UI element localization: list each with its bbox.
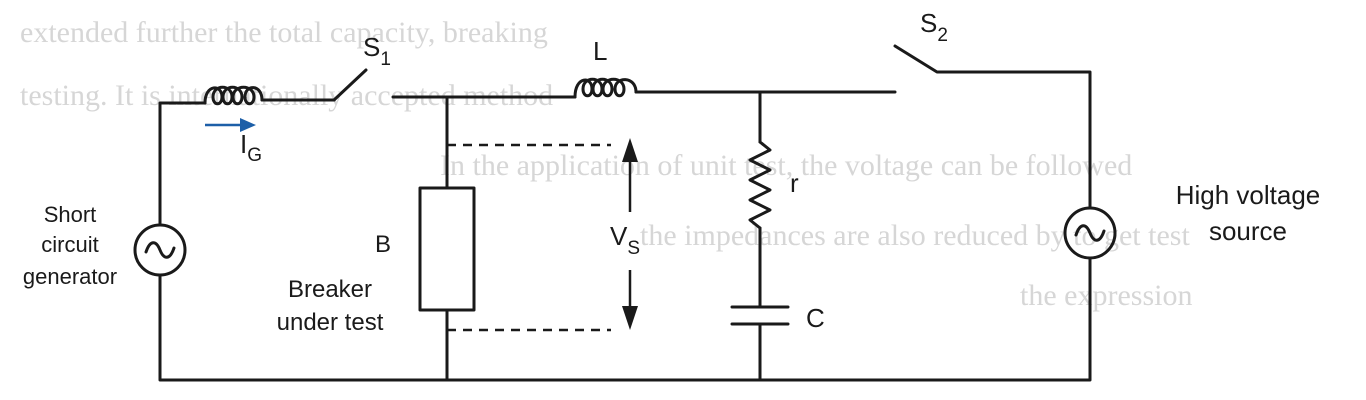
background-text-line: the impedances are also reduced by to ge… <box>640 219 1190 252</box>
breaker-caption: Breaker under test <box>277 276 384 336</box>
bottom-return-wire <box>158 256 1092 382</box>
high-voltage-caption-line: High voltage <box>1176 180 1321 210</box>
breaker-b-label: B <box>375 231 391 258</box>
high-voltage-caption-line: source <box>1209 216 1287 246</box>
background-text-line: extended further the total capacity, bre… <box>20 16 548 49</box>
switch-s1-icon <box>332 68 368 102</box>
generator-inductor-icon <box>203 85 264 106</box>
inductor-l-icon <box>573 77 638 99</box>
high-voltage-source-icon <box>1063 206 1117 260</box>
generator-caption-line: Short <box>44 202 97 227</box>
capacitor-c-label: C <box>806 303 825 333</box>
switch-s2-label: S2 <box>920 8 948 46</box>
breaker-box-icon <box>418 186 476 312</box>
generator-source-icon <box>133 223 187 277</box>
inductor-l-label: L <box>593 36 607 66</box>
switch-s2-icon <box>893 44 1092 210</box>
generator-caption-line: circuit <box>41 232 98 257</box>
generator-caption-line: generator <box>23 264 117 289</box>
current-ig-label: IG <box>240 129 262 166</box>
generator-branch-wires <box>158 101 1092 382</box>
resistor-r-icon <box>748 140 772 230</box>
voltage-vs-label: VS <box>610 221 640 259</box>
generator-top-wire <box>158 101 207 227</box>
background-text-line: In the application of unit test, the vol… <box>440 149 1132 182</box>
generator-caption: Short circuit generator <box>23 202 117 289</box>
current-ig-arrow-icon <box>205 118 256 132</box>
breaker-caption-line: under test <box>277 309 384 336</box>
switch-s1-label: S1 <box>363 32 391 70</box>
high-voltage-caption: High voltage source <box>1176 180 1321 246</box>
background-text-line: the expression <box>1020 279 1192 312</box>
breaker-caption-line: Breaker <box>288 276 372 303</box>
vs-arrow-icon <box>622 138 638 330</box>
resistor-r-label: r <box>790 168 799 198</box>
